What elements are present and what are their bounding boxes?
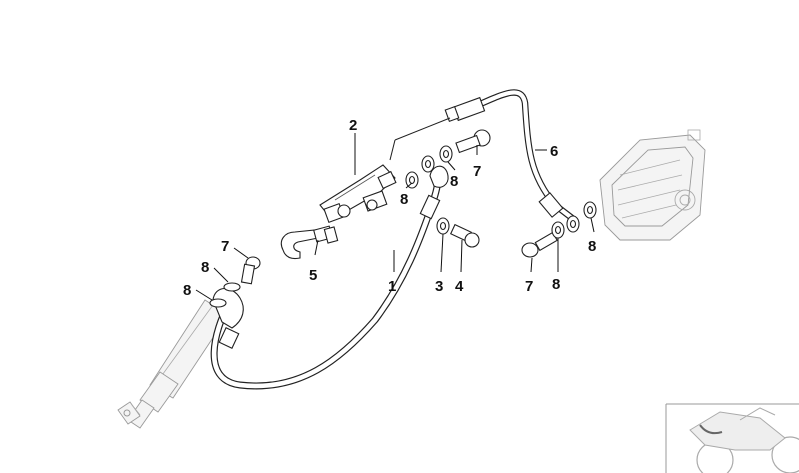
motorcycle-thumbnail: [665, 403, 799, 473]
banjo-bolt-7-left: [240, 256, 261, 285]
callout-8-upper: 8: [450, 173, 458, 190]
callout-7-caliper: 7: [525, 278, 533, 295]
banjo-bolt-7-caliper: [521, 231, 558, 258]
sealing-washer-3: [436, 217, 450, 235]
sealing-washer-8-caliper-c: [583, 201, 597, 219]
distributor-bracket-2: [319, 164, 397, 224]
sealing-washer-8-upper-b: [439, 145, 453, 163]
leader-lines: [195, 133, 595, 301]
callout-8-right: 8: [588, 238, 596, 255]
callout-3: 3: [435, 278, 443, 295]
brake-line-6: [389, 89, 576, 222]
callout-7-left: 7: [221, 238, 229, 255]
callout-8-caliper: 8: [552, 276, 560, 293]
sealing-washer-8-mid: [405, 171, 419, 189]
callout-2: 2: [349, 117, 357, 134]
sealing-washer-8-upper-a: [421, 155, 435, 173]
callout-8-mid: 8: [400, 191, 408, 208]
callout-7-upper: 7: [473, 163, 481, 180]
sealing-washer-8-caliper-b: [566, 215, 580, 233]
brake-caliper: [599, 129, 706, 241]
callout-4: 4: [455, 278, 464, 295]
brake-hose-1: [210, 165, 449, 390]
callout-8-left-b: 8: [183, 282, 191, 299]
sealing-washer-8-left-b: [209, 298, 227, 308]
banjo-bolt-7-upper: [455, 129, 491, 154]
callout-6: 6: [550, 143, 558, 160]
callout-8-left-a: 8: [201, 259, 209, 276]
sealing-washer-8-left-a: [223, 282, 241, 292]
master-cylinder: [117, 299, 229, 429]
bolt-4: [449, 223, 480, 248]
callout-5: 5: [309, 267, 317, 284]
callout-1: 1: [388, 278, 396, 295]
sealing-washer-8-caliper-a: [551, 221, 565, 239]
callout-labels: 2 6 7 8 8 7 8 8 5 1 3 4 7 8 8: [183, 117, 596, 299]
banjo-fitting-5: [280, 225, 339, 260]
